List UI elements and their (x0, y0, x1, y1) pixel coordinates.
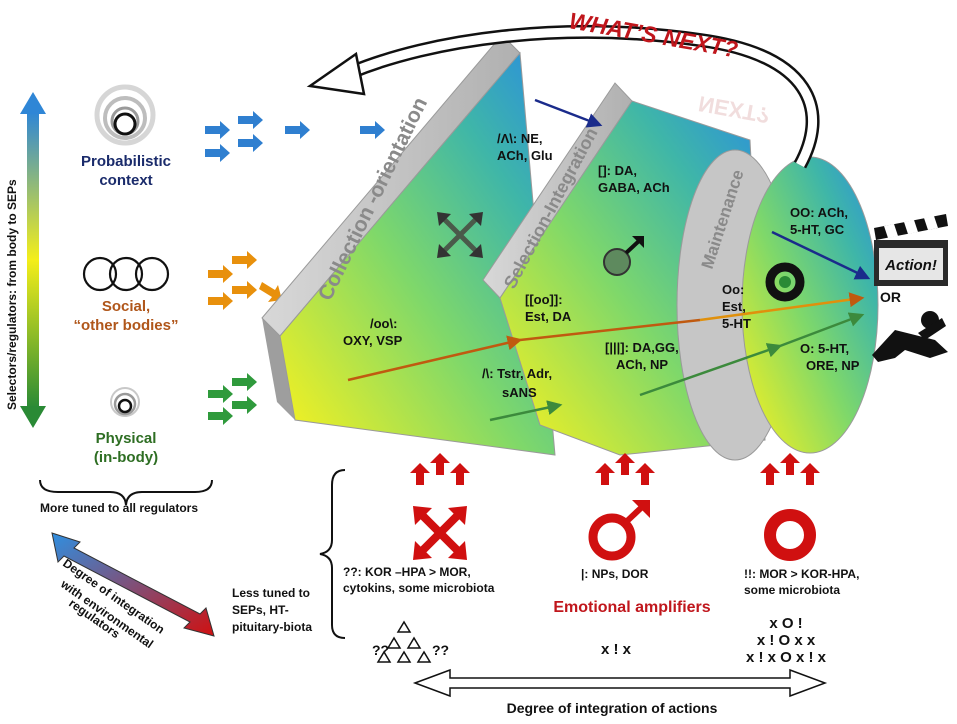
blue-input-arrows (205, 111, 385, 162)
collection-block (261, 34, 556, 456)
clapperboard-text: Action! (884, 257, 937, 274)
triangle-cluster-icon (376, 620, 432, 663)
selection-top-reg-1: []: DA, (598, 163, 637, 178)
amp-right-2: some microbiota (744, 583, 840, 597)
selection-bot-reg-2: ACh, NP (616, 357, 668, 372)
sym-right-1: x O ! (769, 615, 802, 632)
probabilistic-label-2: context (99, 172, 152, 189)
probabilistic-icon (94, 84, 156, 146)
maintenance-bot-reg-2: ORE, NP (806, 358, 860, 373)
social-label-2: “other bodies” (73, 317, 178, 334)
collection-bot-reg-1: /\: Tstr, Adr, (482, 366, 552, 381)
resting-person-icon (872, 311, 948, 362)
less-tuned-3: pituitary-biota (232, 620, 312, 634)
up-arrows-left (410, 453, 470, 485)
amp-mid: |: NPs, DOR (581, 567, 649, 581)
environment-diagonal-arrow (51, 532, 215, 637)
sym-right-3: x ! x O x ! x (746, 649, 827, 666)
sym-mid: x ! x (601, 641, 632, 658)
less-tuned-1: Less tuned to (232, 586, 310, 600)
red-ring-icon (764, 509, 816, 561)
amp-left-2: cytokins, some microbiota (343, 581, 495, 595)
less-tuned-2: SEPs, HT- (232, 603, 289, 617)
left-brace (39, 479, 213, 506)
red-cross-arrows-icon (413, 506, 467, 560)
sym-left-b: ?? (432, 642, 449, 658)
probabilistic-label-1: Probabilistic (81, 153, 171, 170)
maintenance-ring-icon (765, 262, 805, 302)
amp-right-1: !!: MOR > KOR-HPA, (744, 567, 859, 581)
selection-mid-reg-1: [[oo]]: (525, 292, 563, 307)
physical-icon (110, 387, 140, 417)
maintenance-mid-reg-1: Oo: (722, 282, 744, 297)
physical-label-2: (in-body) (94, 449, 158, 466)
selection-bot-reg-1: [|||]: DA,GG, (605, 340, 679, 355)
maintenance-bot-reg-1: O: 5-HT, (800, 341, 849, 356)
vertical-gradient-arrow (20, 92, 46, 428)
collection-cross-arrows-icon (437, 212, 483, 258)
vertical-axis-label: Selectors/regulators: from body to SEPs (5, 179, 19, 410)
selection-top-reg-2: GABA, ACh (598, 180, 670, 195)
orange-input-arrows (208, 251, 282, 310)
collection-top-reg-2: ACh, Glu (497, 148, 553, 163)
whats-next-title: WHAT’S NEXT? (567, 7, 740, 62)
clapperboard-icon (874, 214, 948, 286)
collection-bot-reg-2: sANS (502, 385, 537, 400)
maintenance-top-reg-1: OO: ACh, (790, 205, 848, 220)
or-label: OR (880, 289, 901, 305)
social-icon (82, 256, 170, 292)
amplifiers-title: Emotional amplifiers (553, 599, 710, 616)
bottom-axis-label: Degree of integration of actions (507, 700, 718, 716)
whats-next-arrow (306, 25, 820, 169)
maintenance-top-reg-2: 5-HT, GC (790, 222, 845, 237)
flow-arrows (347, 98, 871, 422)
social-label-1: Social, (102, 298, 150, 315)
red-male-icon (588, 500, 650, 561)
maintenance-mid-reg-3: 5-HT (722, 316, 751, 331)
collection-top-reg-1: /Λ\: NE, (497, 131, 543, 146)
maintenance-block (676, 149, 879, 461)
more-tuned-label: More tuned to all regulators (40, 501, 198, 515)
physical-label-1: Physical (96, 430, 157, 447)
collection-mid-reg-2: OXY, VSP (343, 333, 403, 348)
selection-male-icon (603, 236, 644, 276)
selection-mid-reg-2: Est, DA (525, 309, 572, 324)
amplifier-brace (319, 469, 346, 639)
amp-left-1: ??: KOR –HPA > MOR, (343, 565, 471, 579)
up-arrows-right (760, 453, 820, 485)
collection-mid-reg-1: /oo\: (370, 316, 397, 331)
up-arrows-mid (595, 453, 655, 485)
sym-right-2: x ! O x x (757, 632, 816, 649)
maintenance-mid-reg-2: Est, (722, 299, 746, 314)
whats-next-shadow: NEXT? (697, 91, 772, 128)
bottom-double-arrow (412, 668, 828, 698)
